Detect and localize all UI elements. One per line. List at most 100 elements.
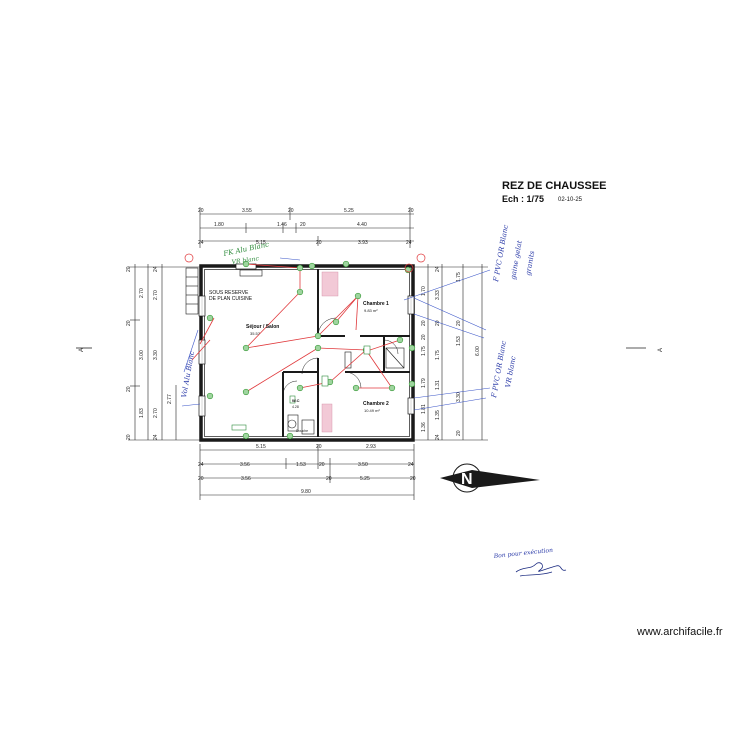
dim-label: 4.40: [357, 222, 367, 228]
dim-label: 6.00: [475, 346, 481, 356]
dim-label: 2.93: [366, 444, 376, 450]
dim-label: 1.79: [421, 378, 427, 388]
north-arrow-icon: N: [440, 463, 540, 493]
electric-point: [206, 314, 214, 322]
dim-label: 3.50: [358, 462, 368, 468]
dim-label: 1.81: [421, 404, 427, 414]
dim-label: 5.25: [344, 208, 354, 214]
dim-label: 3.00: [139, 350, 145, 360]
dim-label: 1.80: [214, 222, 224, 228]
electric-point: [352, 384, 360, 392]
electric-point: [314, 344, 322, 352]
dim-label: 1.31: [435, 380, 441, 390]
window-panes: [201, 296, 412, 416]
electric-point: [408, 380, 416, 388]
electric-point: [354, 292, 362, 300]
annotation-leader-lines: [181, 257, 491, 411]
right-dimension-lines: [412, 264, 488, 441]
signature-scribble: [515, 562, 567, 577]
scale-label: Ech : 1/75: [502, 194, 545, 204]
note-left: Vol Alu Blanc: [180, 350, 196, 398]
dim-label: 24: [408, 462, 414, 468]
electric-point: [242, 260, 250, 268]
room-label-chambre2: Chambre 2: [363, 401, 389, 407]
dim-label: 20: [300, 222, 306, 228]
section-mark-right: A: [658, 348, 664, 352]
dim-label: 20: [421, 320, 427, 326]
note-right-mid: F PVC OR Blanc: [490, 340, 508, 399]
note-right-top-2: gaine gelat: [509, 240, 524, 281]
windows: [198, 263, 415, 417]
dim-label: 20: [126, 386, 132, 392]
electric-point: [242, 388, 250, 396]
dim-label: 3.30: [153, 350, 159, 360]
dim-label: 20: [126, 320, 132, 326]
dim-label: 1.75: [421, 346, 427, 356]
electric-point: [296, 264, 304, 272]
bottom-dimension-lines: [199, 444, 415, 500]
dim-label: 5.25: [360, 476, 370, 482]
page-title: REZ DE CHAUSSEE: [502, 180, 607, 192]
dim-label: 24: [435, 266, 441, 272]
electric-outlets: [231, 345, 371, 431]
kitchen-units: [185, 267, 263, 315]
dim-label: 1.36: [421, 422, 427, 432]
dim-label: 1.83: [139, 408, 145, 418]
electric-circuit-lines: [191, 263, 401, 393]
section-mark-left: A: [79, 348, 85, 352]
dim-label: 5.15: [256, 444, 266, 450]
electric-point: [408, 344, 416, 352]
dim-label: 20: [410, 476, 416, 482]
electric-point: [308, 262, 316, 270]
electric-point: [396, 336, 404, 344]
dim-label: 20: [316, 444, 322, 450]
dim-label: 24: [153, 266, 159, 272]
note-top-left-2: VR blanc: [231, 255, 260, 266]
dim-label: 1.35: [435, 410, 441, 420]
dim-label: 5.15: [256, 240, 266, 246]
dim-label: 1.53: [296, 462, 306, 468]
dim-label: 9.80: [301, 489, 311, 495]
electric-points: [206, 260, 416, 440]
electric-point: [206, 392, 214, 400]
electric-point: [388, 384, 396, 392]
dim-label: 24: [435, 434, 441, 440]
room-area-sejour: 35.57: [250, 331, 261, 336]
dim-label: 24: [198, 240, 204, 246]
dim-label: 20: [288, 208, 294, 214]
dim-label: 1.46: [277, 222, 287, 228]
note-top-left: FK Alu Blanc: [222, 240, 270, 258]
dim-label: 1.70: [421, 286, 427, 296]
dim-label: 2.70: [153, 408, 159, 418]
dim-label: 24: [153, 434, 159, 440]
room-label-sejour: Séjour / Salon: [246, 324, 279, 330]
dim-label: 20: [456, 430, 462, 436]
dim-label: 1.75: [435, 350, 441, 360]
electric-point: [286, 432, 294, 440]
note-approval: Bon pour exécution: [492, 547, 553, 560]
room-area-chambre2: 10.49 m²: [364, 408, 380, 413]
dim-label: 2.70: [153, 290, 159, 300]
dim-label: 3.93: [358, 240, 368, 246]
left-dimension-labels: 20 2.70 20 3.00 20 1.83 20 24 2.70 3.30 …: [126, 266, 173, 440]
bathroom-fixtures: [287, 347, 405, 435]
dim-label: 24: [406, 240, 412, 246]
electric-point: [342, 260, 350, 268]
dim-label: 20: [326, 476, 332, 482]
top-dimension-labels: 20 3.55 20 5.25 20 1.80 1.46 20 4.40 24 …: [198, 208, 414, 246]
electric-point: [242, 344, 250, 352]
dim-label: 20: [198, 208, 204, 214]
room-area-sdb: 4.28: [292, 405, 299, 409]
interior-walls: [282, 269, 410, 437]
dim-label: 20: [316, 240, 322, 246]
right-dimension-labels: 1.70 20 1.75 20 1.79 1.81 1.36 24 3.33 2…: [421, 266, 481, 440]
date-label: 02-10-25: [558, 197, 583, 203]
electric-point: [242, 432, 250, 440]
dim-label: 20: [435, 320, 441, 326]
room-label-chambre1: Chambre 1: [363, 301, 389, 307]
red-marks: [184, 253, 426, 273]
bottom-dimension-labels: 5.15 20 2.93 24 3.56 1.53 20 3.50 24 20 …: [198, 444, 416, 495]
dim-label: 20: [421, 334, 427, 340]
electric-point: [314, 332, 322, 340]
